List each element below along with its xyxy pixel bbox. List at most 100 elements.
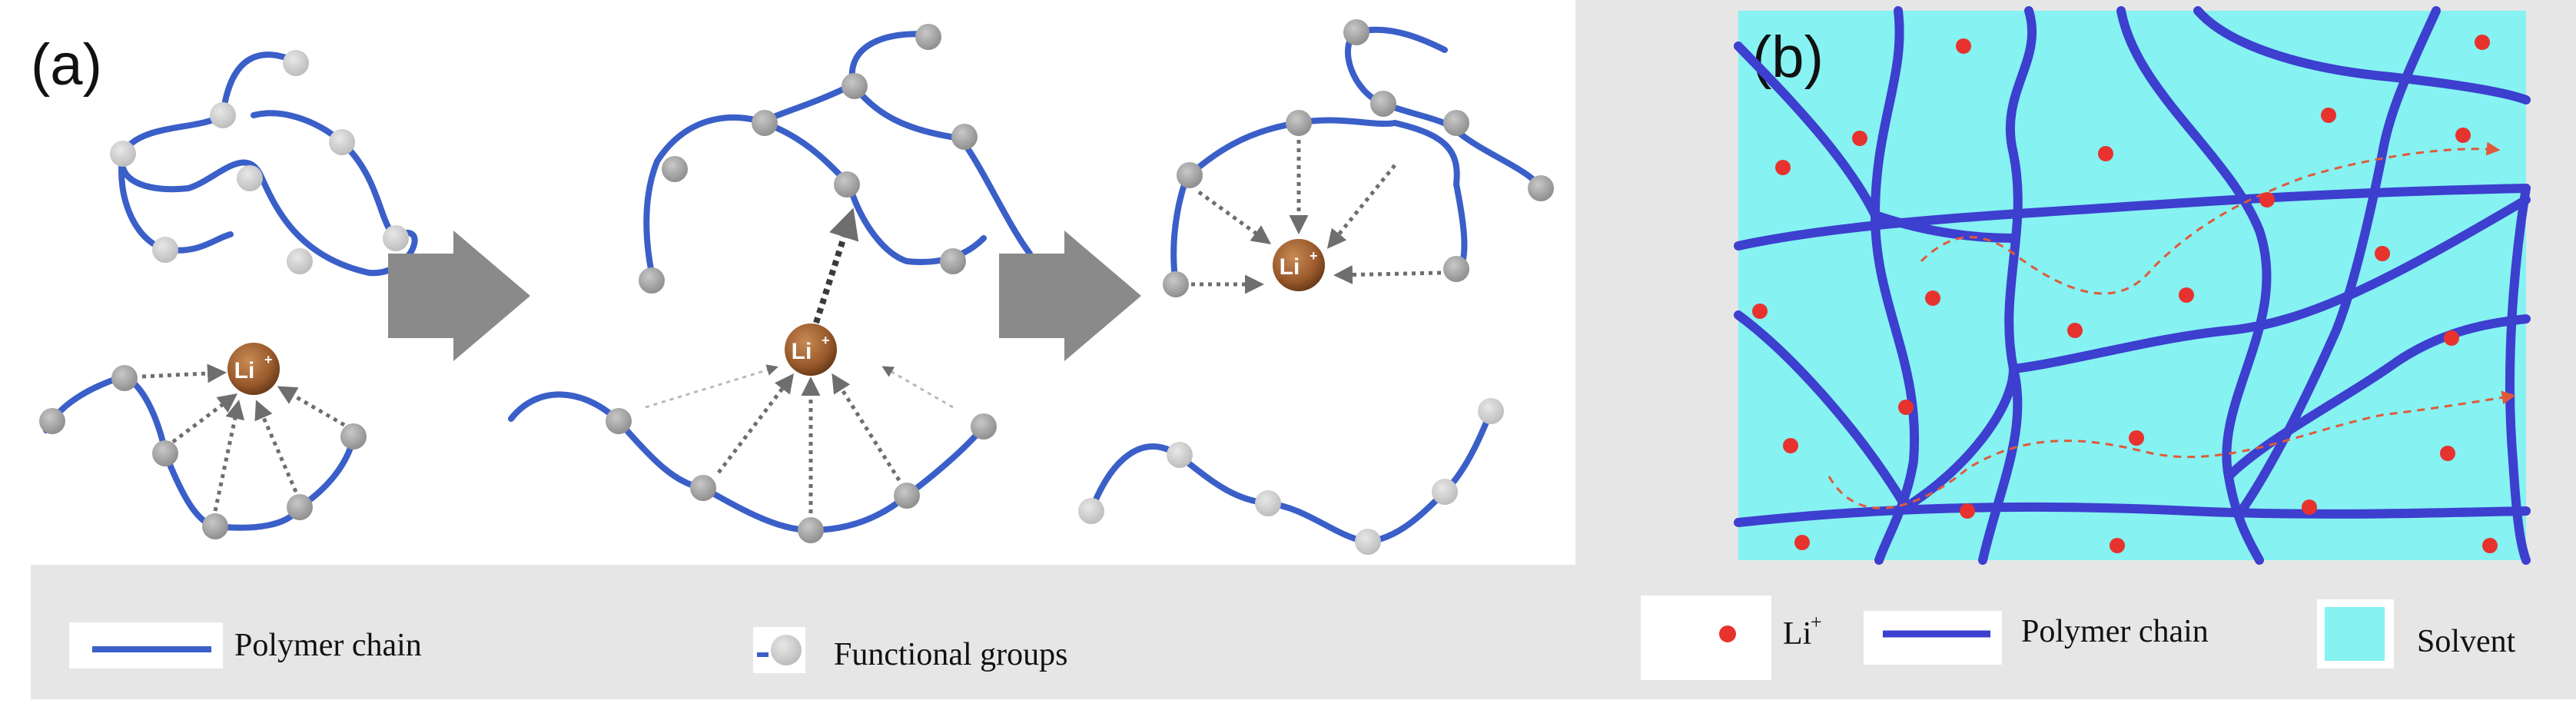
red-dot-icon [2321, 108, 2336, 123]
coordination-arrows [1191, 140, 1442, 294]
functional-group [1478, 398, 1504, 424]
legend-swatch-box [69, 622, 223, 669]
functional-group [940, 248, 966, 274]
legend-polymer-chain-label: Polymer chain [234, 628, 422, 663]
functional-group [1443, 110, 1469, 136]
functional-group [237, 165, 263, 191]
functional-group [110, 141, 136, 167]
functional-group [951, 124, 978, 150]
functional-group [894, 483, 920, 509]
functional-group [1078, 498, 1104, 524]
li-ion-charge: + [822, 333, 830, 348]
red-dot-icon [1752, 304, 1768, 319]
functional-group [842, 73, 868, 99]
functional-group [340, 423, 367, 450]
functional-group [1528, 175, 1554, 201]
functional-group [1167, 442, 1193, 468]
legend-functional-groups-label: Functional groups [834, 637, 1067, 672]
stage2-coordinated-chain: Li + [508, 207, 997, 543]
panel-a-background [0, 0, 1575, 565]
red-dot-icon [2302, 499, 2317, 515]
red-dot-icon [1898, 400, 1914, 415]
polymer-network [1734, 6, 2531, 565]
functional-group [1286, 110, 1312, 136]
red-dot-icon [2375, 246, 2390, 261]
stage3-free-chain [1078, 398, 1504, 555]
legend-li-label: Li [1783, 616, 1811, 652]
li-transport-paths [1827, 141, 2516, 509]
functional-group [111, 365, 138, 391]
li-ion-label: Li [792, 339, 812, 364]
red-dot-icon [1925, 290, 1940, 306]
red-dot-icon [2455, 128, 2471, 143]
li-ion [1273, 239, 1325, 291]
panel-a-label: (a) [31, 32, 102, 98]
red-dot-icon [1960, 503, 1975, 519]
red-dot-icon [2444, 330, 2459, 346]
functional-group [287, 248, 313, 274]
functional-group [1432, 479, 1458, 505]
red-dot-icon [1775, 160, 1791, 175]
panel-b: (b) [1734, 6, 2531, 565]
functional-group [690, 475, 716, 501]
gray-block-arrow-icon [999, 231, 1141, 361]
legend-swatch-box [1864, 611, 2002, 665]
red-dot-icon [1783, 438, 1798, 453]
stage2-top-chain [639, 24, 1033, 294]
red-dot-icon [2098, 146, 2113, 161]
functional-group [152, 440, 178, 466]
red-dot-icon [2129, 430, 2144, 446]
solvent-region [1738, 11, 2526, 560]
functional-group [283, 50, 309, 76]
functional-group [1443, 256, 1469, 282]
functional-group [152, 237, 178, 263]
legend-polymer-chain-label-b: Polymer chain [2021, 614, 2209, 649]
functional-group [971, 413, 997, 440]
functional-group [1163, 271, 1189, 297]
coordination-arrows [141, 363, 346, 512]
weak-coordination-arrows [645, 207, 954, 513]
li-ion [785, 324, 837, 376]
legend-b: Li + Polymer chain Solvent [1641, 596, 2516, 680]
gray-block-arrow-icon [388, 231, 530, 361]
functional-group [798, 517, 824, 543]
red-dot-icon [2110, 538, 2125, 553]
functional-group [639, 267, 665, 294]
functional-group [834, 171, 860, 197]
legend-solvent-label: Solvent [2417, 624, 2516, 659]
stage1-coordinated-chain: Li + [39, 343, 367, 539]
red-dot-icon [2179, 287, 2194, 303]
functional-group [329, 129, 355, 155]
functional-group [39, 408, 65, 434]
functional-group [662, 156, 688, 182]
red-dot-icon [2482, 538, 2498, 553]
functional-group [915, 24, 941, 50]
red-dot-icon [1956, 38, 1971, 54]
red-dot-icon [2440, 446, 2455, 461]
red-dot-icon [1852, 131, 1867, 146]
red-dot-icon [1719, 625, 1736, 642]
legend-a: Polymer chain Functional groups [69, 622, 1067, 673]
functional-group [1255, 490, 1281, 516]
red-dot-icon [2259, 192, 2275, 207]
legend-solvent-swatch [2325, 607, 2385, 661]
red-dot-icon [2475, 35, 2490, 50]
red-dot-icon [2067, 323, 2083, 338]
functional-group [1343, 19, 1369, 45]
functional-group [752, 110, 778, 136]
legend-li-charge: + [1811, 611, 1822, 633]
li-ion-charge: + [1310, 248, 1318, 264]
red-dot-icon [1794, 535, 1810, 550]
li-ion-dots [1752, 35, 2498, 553]
functional-group [202, 513, 228, 539]
legend-swatch-box [1641, 596, 1771, 680]
legend-functional-group-icon [771, 635, 802, 665]
stage3-coordinated-chain: Li + [1163, 19, 1554, 297]
functional-group [1355, 529, 1381, 555]
li-ion-charge: + [264, 352, 273, 367]
functional-group [606, 408, 632, 434]
functional-group [1177, 162, 1203, 188]
legend-strip [31, 565, 2576, 699]
